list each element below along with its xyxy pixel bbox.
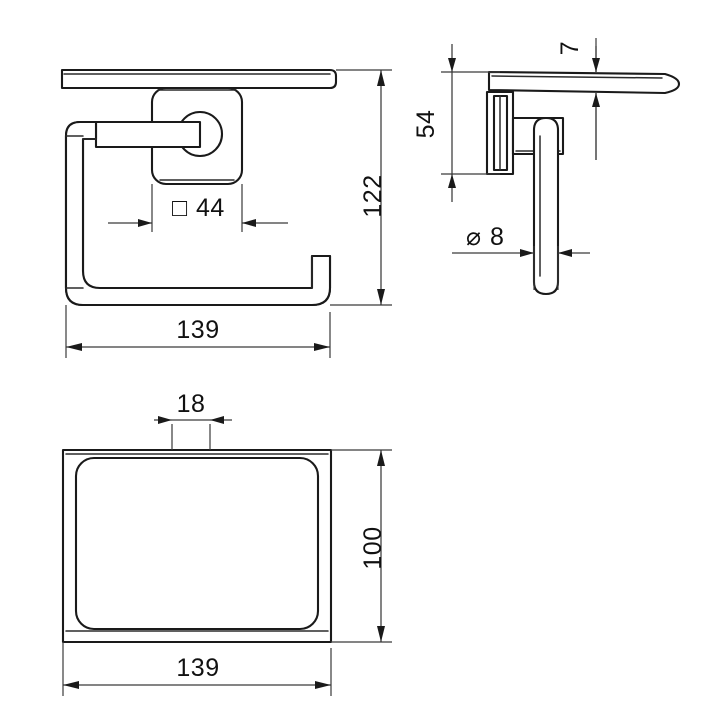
front-elevation-view: □ 44 122 139 — [60, 68, 392, 358]
dim-plan-band: 18 — [154, 390, 232, 450]
dim-front-height: 122 — [330, 69, 392, 306]
side-shelf-profile — [487, 70, 681, 95]
dim-label-front-width: 139 — [176, 316, 219, 344]
dim-plan-width: 139 — [62, 642, 332, 696]
dim-label-plan-width: 139 — [176, 654, 219, 682]
front-upper-arm — [94, 120, 202, 149]
side-hanging-rod — [532, 116, 560, 296]
front-shelf-plate — [60, 68, 338, 90]
dim-label-rod-diameter-symbol: ⌀ — [466, 223, 481, 251]
dim-label-shelf-thickness: 7 — [556, 41, 584, 55]
dim-label-plate-height: 54 — [412, 110, 440, 139]
dim-front-width: 139 — [65, 305, 331, 358]
plan-inner-recess — [74, 456, 320, 631]
dim-front-plate-width: □ 44 — [108, 184, 288, 232]
dim-label-rod-diameter: 8 — [490, 223, 504, 251]
dim-plan-depth: 100 — [331, 449, 392, 643]
dim-label-plate-width: 44 — [196, 194, 225, 222]
dim-label-plan-depth: 100 — [359, 526, 387, 569]
dim-side-plate-height: 54 — [412, 44, 500, 202]
dim-label-plate-width-symbol: □ — [172, 194, 188, 222]
front-holder-frame — [64, 120, 332, 307]
dim-label-plan-band: 18 — [177, 390, 206, 418]
side-elevation-view: 7 54 ⌀ 8 — [412, 38, 681, 296]
dim-side-shelf-thickness: 7 — [556, 38, 600, 160]
side-wall-plate — [485, 90, 515, 176]
top-plan-view: 18 100 139 — [61, 390, 392, 696]
dim-label-front-height: 122 — [359, 174, 387, 217]
dim-side-rod-diameter: ⌀ 8 — [452, 223, 590, 290]
plan-outer-outline — [61, 448, 333, 644]
